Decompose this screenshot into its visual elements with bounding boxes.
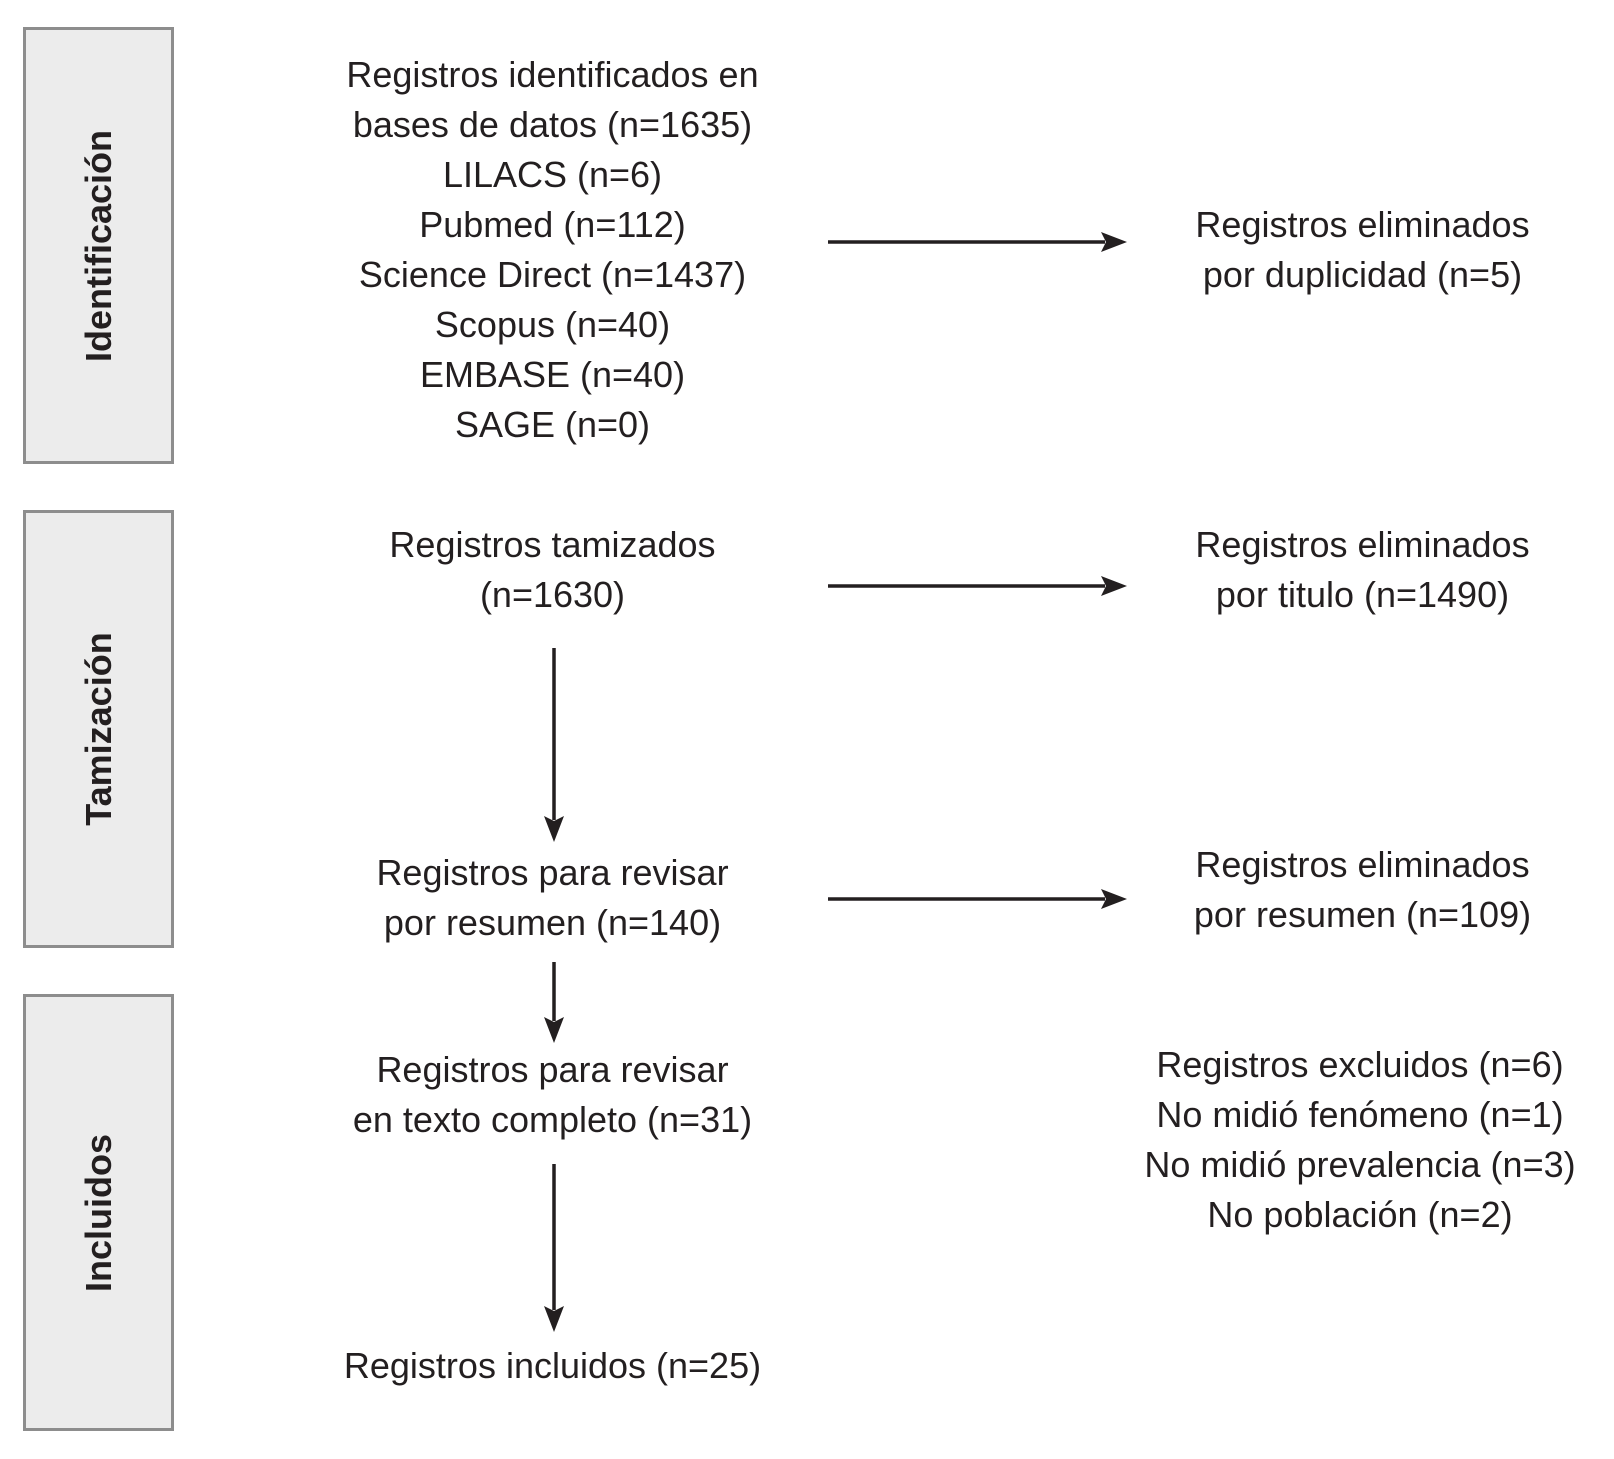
box-line: Registros identificados en <box>346 54 759 95</box>
identified-records-box: Registros identificados en bases de dato… <box>300 50 805 450</box>
box-line: Registros eliminados <box>1195 844 1530 885</box>
box-line: No midió fenómeno (n=1) <box>1156 1094 1564 1135</box>
box-line: No población (n=2) <box>1207 1194 1513 1235</box>
arrowhead-right <box>1101 576 1127 596</box>
box-line: (n=1630) <box>479 574 626 615</box>
box-line: Registros para revisar <box>376 1049 729 1090</box>
arrowhead-down <box>544 1017 564 1043</box>
box-line: Registros eliminados <box>1195 204 1530 245</box>
box-line: por titulo (n=1490) <box>1215 574 1510 615</box>
title-removed-box: Registros eliminados por titulo (n=1490) <box>1125 520 1600 620</box>
screened-records-box: Registros tamizados (n=1630) <box>300 520 805 620</box>
duplicates-removed-box: Registros eliminados por duplicidad (n=5… <box>1125 200 1600 300</box>
box-line: No midió prevalencia (n=3) <box>1144 1144 1576 1185</box>
abstract-removed-box: Registros eliminados por resumen (n=109) <box>1125 840 1600 940</box>
box-line: Registros incluidos (n=25) <box>343 1345 762 1386</box>
box-line: Science Direct (n=1437) <box>358 254 747 295</box>
box-line: en texto completo (n=31) <box>352 1099 753 1140</box>
box-line: EMBASE (n=40) <box>419 354 686 395</box>
abstract-review-box: Registros para revisar por resumen (n=14… <box>300 848 805 948</box>
arrowhead-right <box>1101 889 1127 909</box>
arrowhead-right <box>1101 232 1127 252</box>
box-line: por resumen (n=109) <box>1193 894 1532 935</box>
box-line: Scopus (n=40) <box>434 304 671 345</box>
fulltext-review-box: Registros para revisar en texto completo… <box>300 1045 805 1145</box>
box-line: Registros eliminados <box>1195 524 1530 565</box>
box-line: Registros para revisar <box>376 852 729 893</box>
phase-screening: Tamización <box>23 510 174 948</box>
box-line: bases de datos (n=1635) <box>352 104 753 145</box>
box-line: por resumen (n=140) <box>383 902 722 943</box>
excluded-records-box: Registros excluidos (n=6) No midió fenóm… <box>1110 1040 1610 1240</box>
phase-identification: Identificación <box>23 27 174 464</box>
box-line: Pubmed (n=112) <box>419 204 686 245</box>
included-records-box: Registros incluidos (n=25) <box>300 1341 805 1391</box>
box-line: Registros excluidos (n=6) <box>1156 1044 1564 1085</box>
box-line: por duplicidad (n=5) <box>1202 254 1523 295</box>
box-line: SAGE (n=0) <box>454 404 651 445</box>
arrowhead-down <box>544 816 564 842</box>
arrowhead-down <box>544 1306 564 1332</box>
phase-included: Incluidos <box>23 994 174 1431</box>
box-line: Registros tamizados <box>389 524 716 565</box>
box-line: LILACS (n=6) <box>442 154 663 195</box>
